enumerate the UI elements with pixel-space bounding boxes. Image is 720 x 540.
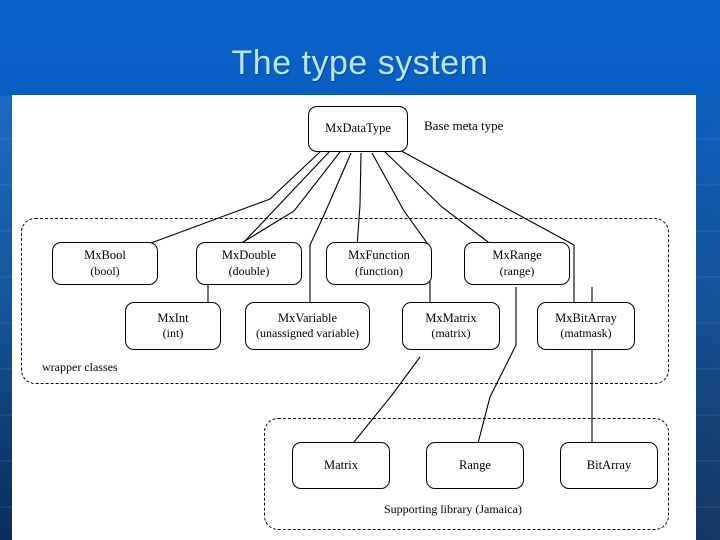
node-label: Range: [459, 457, 491, 472]
content-panel: MxDataType Base meta type wrapper classe…: [12, 95, 696, 540]
edge-mxdatatype-mxvariable: [309, 152, 352, 309]
node-mxbool[interactable]: MxBool (bool): [52, 242, 158, 285]
node-label: MxMatrix: [425, 310, 477, 325]
node-mxmatrix[interactable]: MxMatrix (matrix): [402, 302, 500, 350]
node-label: MxDataType: [325, 121, 391, 136]
edge-mxdatatype-mxbool: [150, 149, 323, 244]
edge-mxdatatype-mxbitarray: [395, 147, 575, 309]
node-label: MxInt: [157, 310, 189, 325]
node-label: MxBool: [84, 248, 126, 263]
type-system-diagram: MxDataType Base meta type wrapper classe…: [12, 95, 696, 540]
node-sublabel: (unassigned variable): [256, 326, 359, 341]
node-label: MxFunction: [348, 248, 410, 263]
node-mxbitarray[interactable]: MxBitArray (matmask): [537, 302, 635, 350]
node-mxint[interactable]: MxInt (int): [125, 302, 221, 350]
background-top-band: [0, 0, 720, 96]
node-bitarray[interactable]: BitArray: [560, 442, 658, 489]
page-title: The type system: [231, 44, 489, 82]
node-label: MxVariable: [277, 310, 337, 325]
node-label: MxDouble: [221, 248, 277, 263]
group-label-wrapper-classes: wrapper classes: [42, 360, 118, 374]
node-label: BitArray: [586, 457, 632, 472]
node-sublabel: (int): [162, 326, 184, 341]
group-wrapper-classes: [21, 218, 669, 384]
base-meta-type-annotation: Base meta type: [424, 118, 504, 133]
node-mxfunction[interactable]: MxFunction (function): [326, 242, 432, 285]
node-sublabel: (range): [499, 263, 535, 278]
edge-mxdatatype-mxfunction: [356, 152, 362, 248]
node-mxdouble[interactable]: MxDouble (double): [196, 242, 302, 285]
node-sublabel: (matmask): [560, 326, 612, 341]
edge-mxmatrix-matrix: [349, 356, 421, 448]
edge-mxdatatype-mxdouble: [239, 151, 341, 245]
node-label: MxRange: [492, 248, 542, 263]
node-label: Matrix: [323, 457, 359, 472]
node-mxvariable[interactable]: MxVariable (unassigned variable): [245, 302, 370, 350]
node-sublabel: (bool): [90, 263, 120, 278]
node-mxrange[interactable]: MxRange (range): [464, 242, 570, 285]
group-label-supporting-library: Supporting library (Jamaica): [384, 502, 522, 516]
edge-mxrange-range: [476, 287, 517, 448]
node-sublabel: (function): [355, 263, 403, 278]
node-sublabel: (matrix): [431, 326, 471, 341]
node-mxdatatype[interactable]: MxDataType: [308, 106, 408, 152]
node-range[interactable]: Range: [426, 442, 524, 489]
node-sublabel: (double): [228, 263, 270, 278]
node-matrix[interactable]: Matrix: [292, 442, 390, 489]
edge-mxdatatype-mxrange: [383, 150, 493, 246]
node-label: MxBitArray: [555, 310, 617, 325]
group-supporting-library: [264, 418, 669, 530]
